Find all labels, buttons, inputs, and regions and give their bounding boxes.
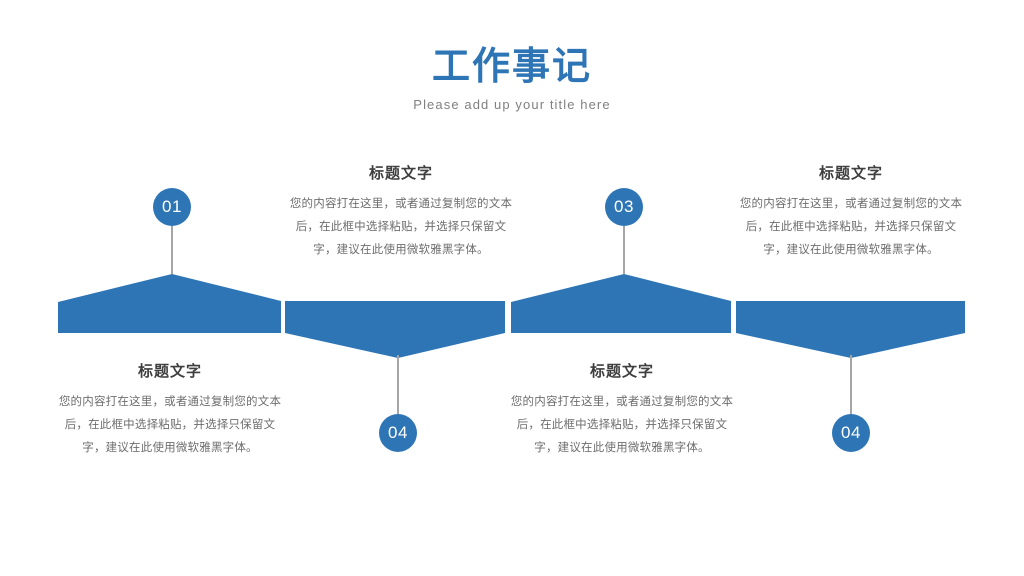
text-block-title: 标题文字 bbox=[368, 165, 433, 182]
text-block-top-left: 标题文字 您的内容打在这里，或者通过复制您的文本后，在此框中选择粘贴，并选择只保… bbox=[287, 163, 515, 262]
text-block-title: 标题文字 bbox=[818, 165, 883, 182]
connector-stem-3 bbox=[623, 226, 625, 274]
marker-circle-01[interactable]: 01 bbox=[153, 188, 191, 226]
banner-segment-1[interactable] bbox=[58, 274, 281, 333]
marker-circle-04[interactable]: 04 bbox=[832, 414, 870, 452]
banner-segment-2[interactable] bbox=[285, 301, 505, 358]
text-block-bottom-left: 标题文字 您的内容打在这里，或者通过复制您的文本后，在此框中选择粘贴，并选择只保… bbox=[56, 361, 284, 460]
text-block-title: 标题文字 bbox=[589, 363, 654, 380]
banner-svg bbox=[58, 274, 965, 358]
slide-header: 工作事记 Please add up your title here bbox=[0, 44, 1024, 113]
connector-stem-1 bbox=[171, 226, 173, 274]
connector-stem-2 bbox=[397, 355, 399, 415]
text-block-body: 您的内容打在这里，或者通过复制您的文本后，在此框中选择粘贴，并选择只保留文字，建… bbox=[739, 198, 963, 256]
text-block-bottom-right: 标题文字 您的内容打在这里，或者通过复制您的文本后，在此框中选择粘贴，并选择只保… bbox=[508, 361, 736, 460]
text-block-body: 您的内容打在这里，或者通过复制您的文本后，在此框中选择粘贴，并选择只保留文字，建… bbox=[510, 396, 734, 454]
marker-circle-02[interactable]: 04 bbox=[379, 414, 417, 452]
chevron-banner bbox=[0, 268, 1024, 360]
banner-segment-3[interactable] bbox=[511, 274, 731, 333]
text-block-title: 标题文字 bbox=[137, 363, 202, 380]
text-block-body: 您的内容打在这里，或者通过复制您的文本后，在此框中选择粘贴，并选择只保留文字，建… bbox=[289, 198, 513, 256]
page-title: 工作事记 bbox=[431, 46, 592, 88]
text-block-body: 您的内容打在这里，或者通过复制您的文本后，在此框中选择粘贴，并选择只保留文字，建… bbox=[58, 396, 282, 454]
connector-stem-4 bbox=[850, 355, 852, 415]
page-subtitle: Please add up your title here bbox=[413, 97, 611, 112]
marker-circle-03[interactable]: 03 bbox=[605, 188, 643, 226]
banner-segment-4[interactable] bbox=[736, 301, 965, 358]
text-block-top-right: 标题文字 您的内容打在这里，或者通过复制您的文本后，在此框中选择粘贴，并选择只保… bbox=[737, 163, 965, 262]
